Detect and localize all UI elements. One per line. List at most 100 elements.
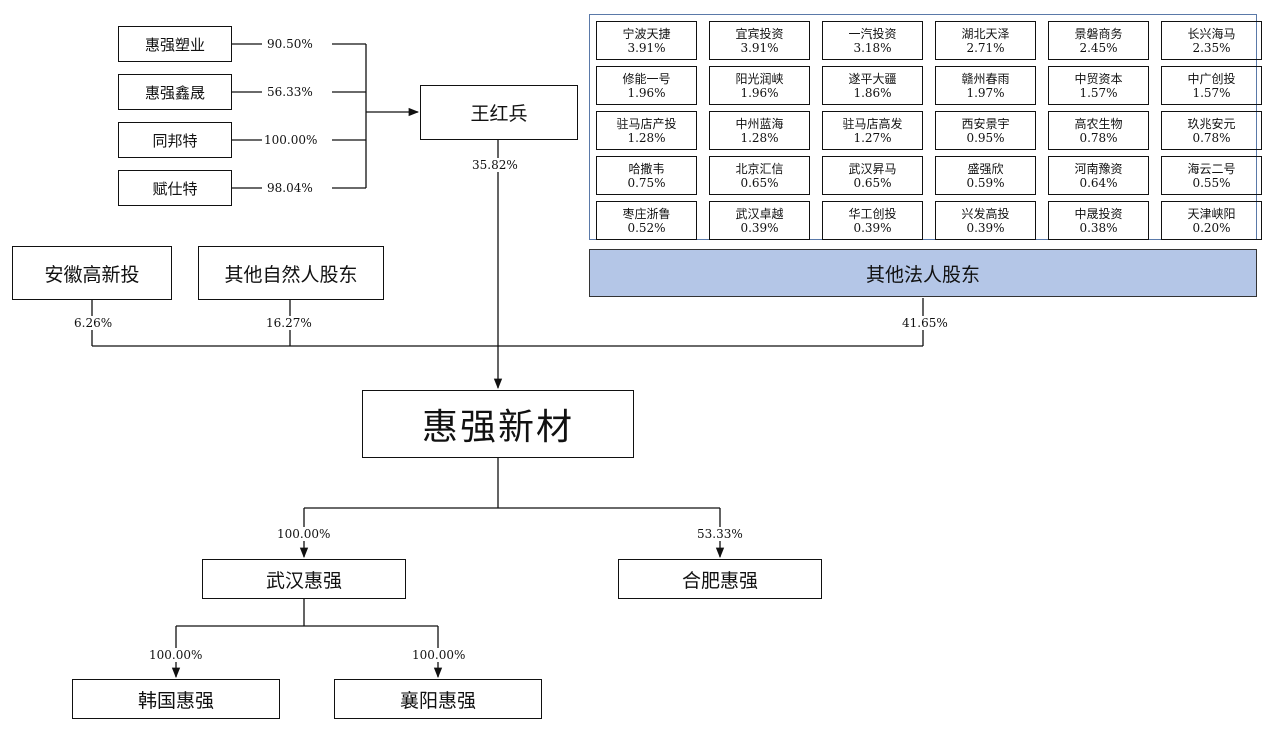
subsidiary-name: 武汉惠强 bbox=[265, 569, 342, 592]
legal-entity-name: 中贸资本 bbox=[1074, 71, 1123, 86]
legal-entity-name: 遂平大疆 bbox=[848, 71, 897, 86]
legal-entity-name: 宜宾投资 bbox=[735, 26, 784, 41]
legal-entity-name: 驻马店高发 bbox=[842, 116, 903, 131]
legal-entity-name: 中州蓝海 bbox=[735, 116, 784, 131]
legal-entity-pct: 3.91% bbox=[740, 40, 779, 55]
legal-entity-pct: 0.78% bbox=[1192, 130, 1231, 145]
legal-entity-name: 盛强欣 bbox=[967, 161, 1004, 176]
legal-entity-pct: 0.39% bbox=[966, 220, 1005, 235]
legal-entity-pct: 0.59% bbox=[966, 175, 1005, 190]
other-legal-shareholders-bar: 其他法人股东 bbox=[589, 249, 1257, 297]
other-legal-shareholders-label: 其他法人股东 bbox=[865, 263, 980, 286]
other-legal-shareholders-pct: 41.65% bbox=[902, 316, 948, 330]
legal-entity-name: 武汉昇马 bbox=[848, 161, 897, 176]
controller-name: 赋仕特 bbox=[152, 179, 198, 198]
controller-pct: 98.04% bbox=[267, 181, 313, 195]
legal-entity-pct: 2.35% bbox=[1192, 40, 1231, 55]
legal-entity-pct: 2.45% bbox=[1079, 40, 1118, 55]
legal-entity-pct: 3.91% bbox=[627, 40, 666, 55]
shareholder-pct: 6.26% bbox=[74, 316, 113, 330]
actual-controller-box: 王红兵 bbox=[420, 85, 578, 140]
legal-entity-pct: 3.18% bbox=[853, 40, 892, 55]
controller-box-fushite: 赋仕特 bbox=[118, 170, 232, 206]
legal-entity-pct: 1.86% bbox=[853, 85, 892, 100]
subsidiary-pct: 100.00% bbox=[412, 648, 466, 662]
legal-entity-name: 华工创投 bbox=[848, 206, 897, 221]
legal-entity-pct: 0.64% bbox=[1079, 175, 1118, 190]
legal-entity-pct: 0.20% bbox=[1192, 220, 1231, 235]
controller-name: 同邦特 bbox=[152, 131, 198, 150]
legal-entity-name: 兴发高投 bbox=[961, 206, 1010, 221]
legal-entity-name: 修能一号 bbox=[622, 71, 671, 86]
legal-entity-pct: 2.71% bbox=[966, 40, 1005, 55]
legal-entity-pct: 1.96% bbox=[627, 85, 666, 100]
subsidiary-box-wuhan: 武汉惠强 bbox=[202, 559, 406, 599]
legal-entity-pct: 1.28% bbox=[740, 130, 779, 145]
controller-box-huiqiang-suye: 惠强塑业 bbox=[118, 26, 232, 62]
shareholder-name: 其他自然人股东 bbox=[224, 263, 358, 286]
legal-entity-name: 海云二号 bbox=[1187, 161, 1236, 176]
legal-entity-name: 玖兆安元 bbox=[1187, 116, 1236, 131]
subsidiary-pct: 53.33% bbox=[697, 527, 743, 541]
legal-entity-name: 阳光润峡 bbox=[735, 71, 784, 86]
legal-entity-pct: 1.57% bbox=[1192, 85, 1231, 100]
legal-entity-pct: 1.27% bbox=[853, 130, 892, 145]
legal-entity-pct: 0.95% bbox=[966, 130, 1005, 145]
legal-entity-pct: 0.39% bbox=[853, 220, 892, 235]
subsidiary-pct: 100.00% bbox=[277, 527, 331, 541]
legal-entity-name: 景磐商务 bbox=[1074, 26, 1123, 41]
legal-entity-name: 中晟投资 bbox=[1074, 206, 1123, 221]
legal-entity-pct: 0.75% bbox=[627, 175, 666, 190]
shareholder-box-anhui-gaoxintou: 安徽高新投 bbox=[12, 246, 172, 300]
company-name: 惠强新材 bbox=[421, 407, 574, 448]
legal-entity-pct: 0.78% bbox=[1079, 130, 1118, 145]
company-box-huiqiang-xincai: 惠强新材 bbox=[362, 390, 634, 458]
subsidiary-name: 襄阳惠强 bbox=[399, 689, 476, 712]
legal-entity-name: 湖北天泽 bbox=[961, 26, 1010, 41]
legal-entity-name: 北京汇信 bbox=[735, 161, 784, 176]
legal-entity-name: 枣庄浙鲁 bbox=[622, 206, 671, 221]
subsidiary-pct: 100.00% bbox=[149, 648, 203, 662]
legal-entity-name: 赣州春雨 bbox=[961, 71, 1010, 86]
legal-entity-pct: 1.57% bbox=[1079, 85, 1118, 100]
shareholder-box-natural-persons: 其他自然人股东 bbox=[198, 246, 384, 300]
legal-entity-pct: 0.52% bbox=[627, 220, 666, 235]
subsidiary-box-xiangyang: 襄阳惠强 bbox=[334, 679, 542, 719]
subsidiary-name: 韩国惠强 bbox=[137, 689, 214, 712]
subsidiary-name: 合肥惠强 bbox=[681, 569, 758, 592]
legal-entity-name: 哈撒韦 bbox=[628, 161, 665, 176]
subsidiary-box-hefei: 合肥惠强 bbox=[618, 559, 822, 599]
legal-entity-pct: 0.65% bbox=[853, 175, 892, 190]
legal-entity-name: 一汽投资 bbox=[848, 26, 897, 41]
legal-entity-name: 中广创投 bbox=[1187, 71, 1236, 86]
subsidiary-box-korea: 韩国惠强 bbox=[72, 679, 280, 719]
legal-entity-name: 天津峡阳 bbox=[1187, 206, 1236, 221]
shareholder-pct: 16.27% bbox=[266, 316, 312, 330]
